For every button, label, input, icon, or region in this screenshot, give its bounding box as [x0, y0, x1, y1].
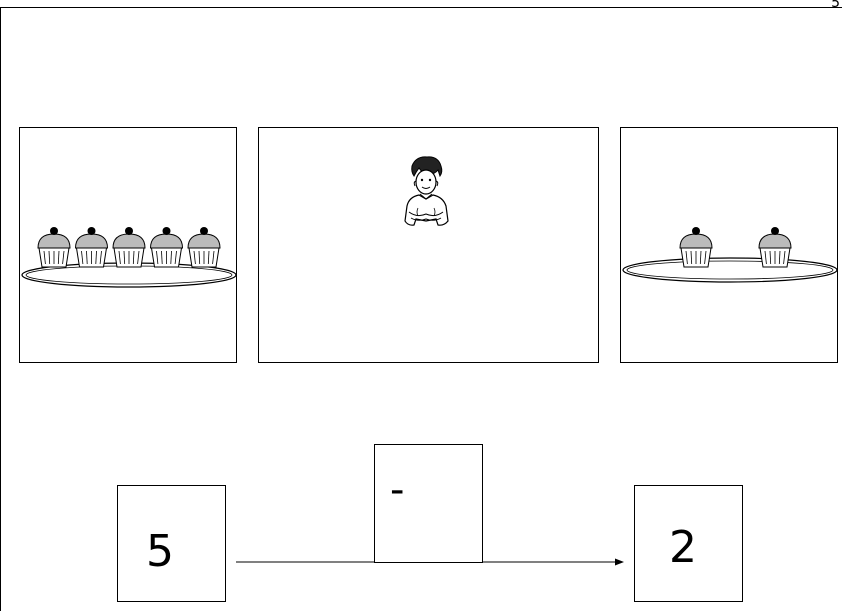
operator-sign: - — [390, 467, 404, 513]
start-number-box: 5 — [117, 485, 226, 602]
operator-box[interactable]: - — [374, 444, 483, 563]
start-number: 5 — [146, 526, 174, 577]
end-number-box: 2 — [634, 485, 743, 602]
end-number: 2 — [669, 522, 697, 573]
